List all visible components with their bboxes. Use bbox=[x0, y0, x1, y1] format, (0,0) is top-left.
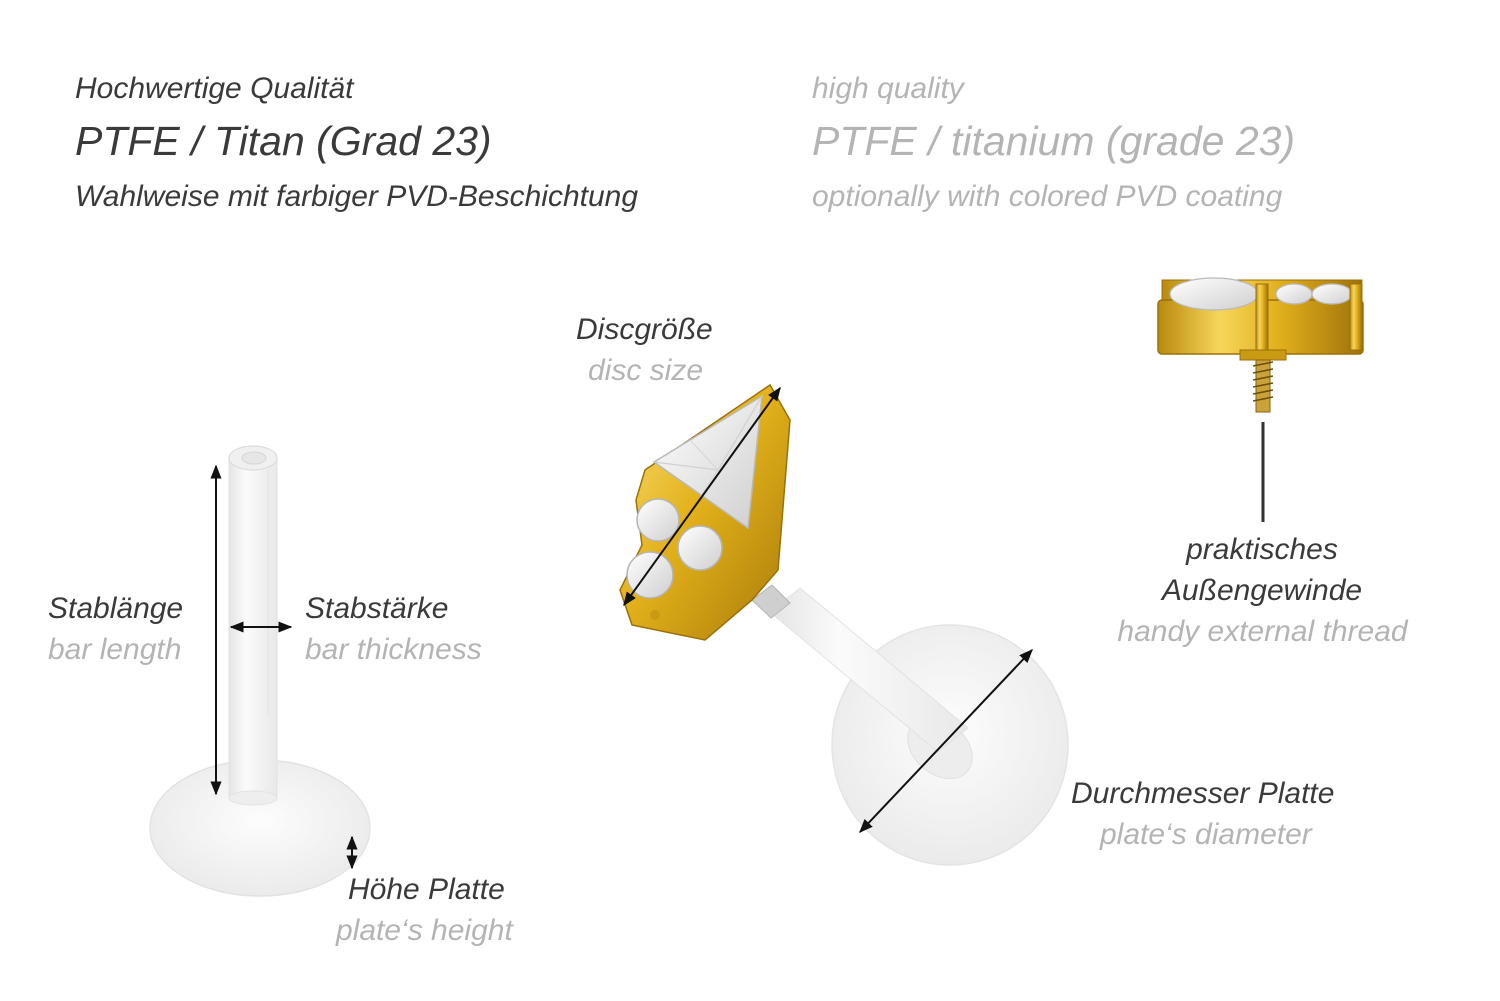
thread-label-de-line2: Außengewinde bbox=[1161, 574, 1363, 607]
plate-height-label-de: Höhe Platte bbox=[348, 873, 505, 906]
jeweled-labret-illustration bbox=[619, 383, 1069, 866]
thread-label-en: handy external thread bbox=[1117, 615, 1408, 648]
round-stone bbox=[636, 498, 680, 542]
disc-size-label-en: disc size bbox=[588, 354, 704, 387]
bar-length-label-en: bar length bbox=[48, 633, 182, 666]
threaded-top-illustration bbox=[1157, 277, 1364, 522]
disc-size-label-de: Discgröße bbox=[576, 313, 713, 346]
header-material-de: PTFE / Titan (Grad 23) bbox=[75, 118, 492, 164]
bar-thickness-label-de: Stabstärke bbox=[305, 592, 449, 625]
plate-diameter-arrow bbox=[859, 648, 1033, 834]
header-quality-de: Hochwertige Qualität bbox=[75, 72, 354, 105]
disc-size-arrow bbox=[623, 386, 781, 607]
bar-thickness-label-en: bar thickness bbox=[305, 633, 482, 666]
header-material-en: PTFE / titanium (grade 23) bbox=[812, 118, 1296, 164]
bar-length-label-de: Stablänge bbox=[48, 592, 184, 625]
ptfe-post-illustration bbox=[149, 445, 371, 897]
plate-diameter-label-de: Durchmesser Platte bbox=[1071, 777, 1335, 810]
top-gem bbox=[1169, 277, 1259, 311]
plate-height-label-en: plate‘s height bbox=[336, 914, 513, 947]
thread-label-de-line1: praktisches bbox=[1186, 533, 1338, 566]
header-coating-de: Wahlweise mit farbiger PVD-Beschichtung bbox=[75, 180, 639, 213]
plate-diameter-label-en: plate‘s diameter bbox=[1100, 818, 1312, 851]
header-quality-en: high quality bbox=[812, 72, 964, 105]
header-coating-en: optionally with colored PVD coating bbox=[812, 180, 1283, 213]
round-stone bbox=[677, 525, 723, 571]
